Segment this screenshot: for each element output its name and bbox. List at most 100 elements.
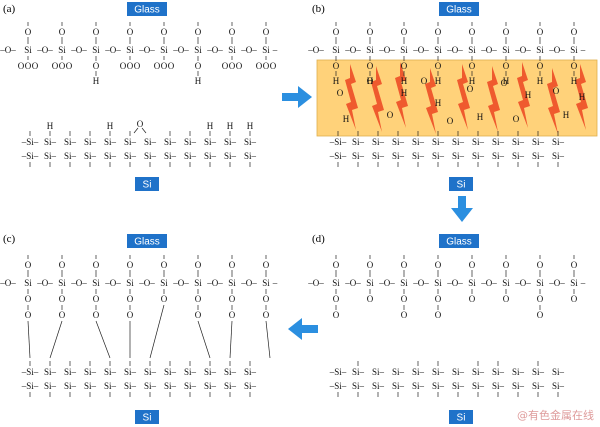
silicon-atom: Si– bbox=[552, 151, 565, 161]
oxygen-atom: –O– bbox=[138, 278, 155, 288]
silicon-atom: Si– bbox=[432, 367, 445, 377]
silicon-atom: Si bbox=[262, 45, 270, 55]
oxygen-atom: O bbox=[367, 27, 374, 37]
oxygen-atom: O bbox=[195, 260, 202, 270]
hydrogen-atom: H bbox=[107, 121, 114, 131]
oxygen-atom: O bbox=[127, 310, 134, 320]
interface-bond bbox=[49, 320, 63, 359]
panel-d-structure: –O–Si–O–OOSi–O–OOSi–O–OOSi–O–OOSi–O–OOSi… bbox=[307, 255, 586, 397]
silicon-atom: –Si– bbox=[329, 381, 347, 391]
silicon-atom: Si bbox=[92, 278, 100, 288]
oxygen-atom: –O– bbox=[240, 45, 257, 55]
oxygen-atom: O bbox=[263, 61, 270, 71]
silicon-atom: Si– bbox=[144, 151, 157, 161]
oxygen-atom: O bbox=[161, 61, 168, 71]
arrow-b-to-d-icon bbox=[451, 196, 473, 222]
oxygen-atom: O bbox=[195, 294, 202, 304]
silicon-atom: Si– bbox=[372, 367, 385, 377]
silicon-atom: Si– bbox=[452, 367, 465, 377]
oxygen-atom: –O– bbox=[70, 278, 87, 288]
oxygen-atom: O bbox=[93, 310, 100, 320]
oxygen-atom: O bbox=[537, 61, 544, 71]
hydrogen-atom: H bbox=[579, 92, 586, 102]
oxygen-atom: O bbox=[25, 294, 32, 304]
oxygen-atom: O bbox=[263, 260, 270, 270]
silicon-atom: Si– bbox=[392, 381, 405, 391]
silicon-atom: Si– bbox=[164, 367, 177, 377]
silicon-atom: Si– bbox=[184, 137, 197, 147]
hydrogen-atom: H bbox=[343, 114, 350, 124]
oxygen-atom: O bbox=[337, 88, 344, 98]
oxygen-atom: O bbox=[537, 260, 544, 270]
silicon-atom: Si– bbox=[44, 381, 57, 391]
oxygen-atom: O bbox=[127, 27, 134, 37]
silicon-atom: Si bbox=[400, 278, 408, 288]
silicon-atom: Si– bbox=[552, 381, 565, 391]
hydrogen-atom: H bbox=[227, 121, 234, 131]
silicon-atom: Si– bbox=[392, 137, 405, 147]
hydrogen-atom: H bbox=[435, 98, 442, 108]
silicon-atom: Si– bbox=[492, 367, 505, 377]
hydrogen-atom: H bbox=[401, 88, 408, 98]
oxygen-atom: O bbox=[161, 260, 168, 270]
silicon-atom: Si– bbox=[392, 367, 405, 377]
silicon-atom: Si– bbox=[492, 381, 505, 391]
silicon-atom: Si– bbox=[44, 137, 57, 147]
svg-text:Si: Si bbox=[457, 413, 466, 424]
oxygen-atom: –O– bbox=[70, 45, 87, 55]
oxygen-atom: O bbox=[435, 260, 442, 270]
oxygen-atom: –O– bbox=[446, 45, 463, 55]
oxygen-atom: O bbox=[66, 61, 73, 71]
silicon-atom: Si– bbox=[244, 381, 257, 391]
oxygen-atom: O bbox=[401, 294, 408, 304]
oxygen-atom: O bbox=[469, 61, 476, 71]
hydrogen-atom: H bbox=[93, 76, 100, 86]
arrow-d-to-c-icon bbox=[288, 318, 318, 340]
interface-bond bbox=[95, 320, 111, 359]
silicon-atom: Si– bbox=[512, 137, 525, 147]
silicon-atom: Si– bbox=[124, 137, 137, 147]
hydrogen-atom: H bbox=[195, 76, 202, 86]
bond-dash: – bbox=[272, 45, 278, 55]
oxygen-atom: O bbox=[137, 119, 144, 129]
silicon-atom: Si– bbox=[44, 151, 57, 161]
crack-shape bbox=[345, 64, 358, 130]
silicon-atom: Si bbox=[92, 45, 100, 55]
silicon-atom: Si– bbox=[184, 151, 197, 161]
oxygen-atom: O bbox=[387, 110, 394, 120]
panel-c-letter: (c) bbox=[3, 233, 16, 245]
silicon-atom: Si bbox=[468, 278, 476, 288]
silicon-atom: Si– bbox=[204, 381, 217, 391]
silicon-atom: Si– bbox=[532, 151, 545, 161]
oxygen-atom: O bbox=[263, 294, 270, 304]
silicon-atom: Si– bbox=[144, 137, 157, 147]
silicon-atom: Si– bbox=[452, 137, 465, 147]
crack-shape bbox=[487, 66, 500, 132]
bond-dash: – bbox=[580, 45, 586, 55]
crack-shape bbox=[371, 66, 384, 132]
silicon-atom: Si bbox=[194, 278, 202, 288]
svg-text:Si: Si bbox=[143, 180, 152, 191]
oxygen-atom: O bbox=[195, 27, 202, 37]
silicon-atom: Si– bbox=[412, 137, 425, 147]
oxygen-atom: O bbox=[503, 61, 510, 71]
oxygen-atom: O bbox=[469, 260, 476, 270]
panel-b-structure: –O–Si–O–OOHSi–O–OOHSi–O–OOHSi–O–OOHSi–O–… bbox=[307, 22, 586, 167]
silicon-atom: Si– bbox=[472, 367, 485, 377]
silicon-atom: Si– bbox=[224, 381, 237, 391]
silicon-atom: Si– bbox=[84, 381, 97, 391]
silicon-atom: Si bbox=[536, 45, 544, 55]
silicon-atom: Si– bbox=[104, 151, 117, 161]
silicon-atom: Si– bbox=[352, 367, 365, 377]
oxygen-atom: O bbox=[154, 61, 161, 71]
interface-bond bbox=[197, 320, 211, 359]
oxygen-atom: –O– bbox=[548, 45, 565, 55]
oxygen-atom: O bbox=[513, 114, 520, 124]
oxygen-atom: O bbox=[93, 294, 100, 304]
oxygen-atom: –O– bbox=[104, 278, 121, 288]
silicon-atom: Si bbox=[160, 278, 168, 288]
oxygen-atom: O bbox=[571, 27, 578, 37]
silicon-atom: Si– bbox=[552, 367, 565, 377]
